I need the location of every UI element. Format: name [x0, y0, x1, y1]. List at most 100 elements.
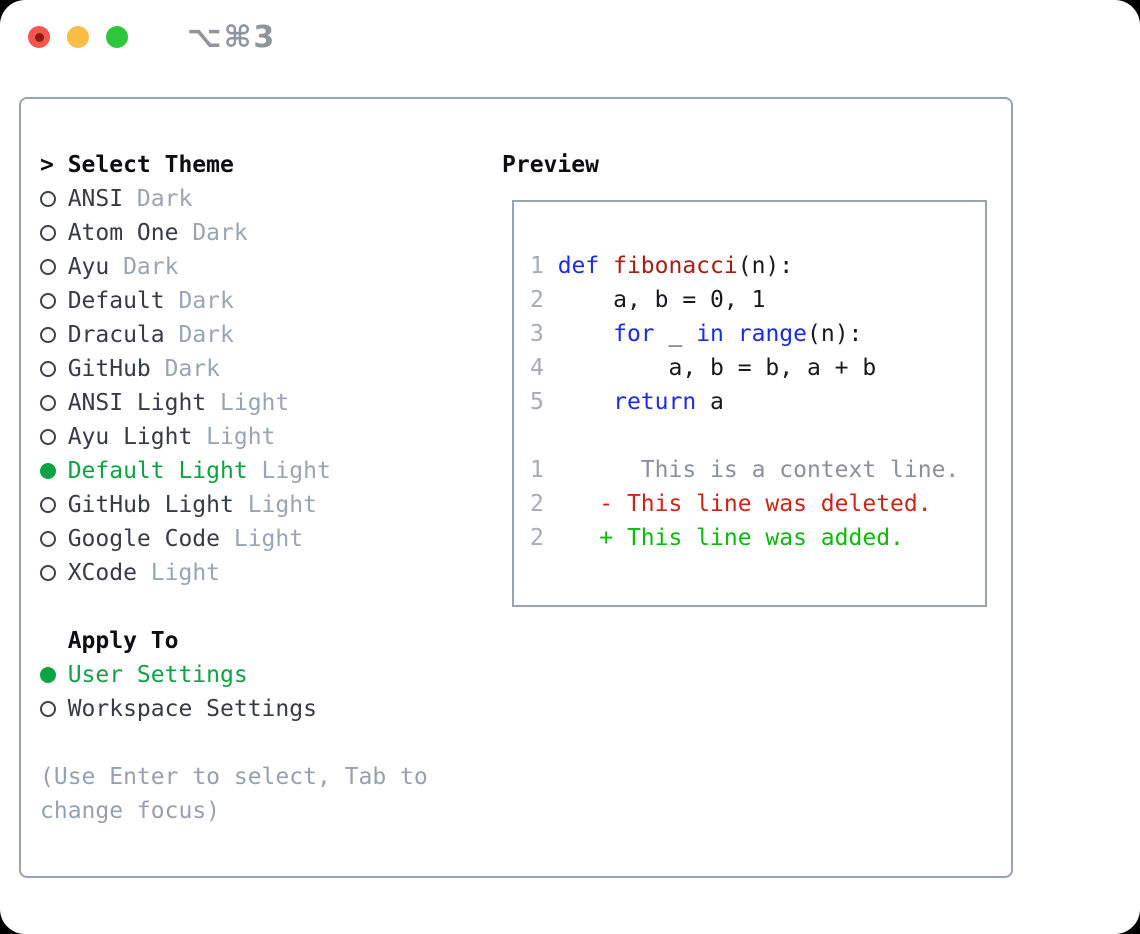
code-line: 1 This is a context line. — [530, 457, 959, 483]
option-variant-label: Dark — [109, 254, 179, 280]
option-label: Google Code — [67, 526, 221, 552]
marker-cell — [40, 429, 68, 445]
option-label: GitHub Light — [67, 492, 234, 518]
code-line: 5 return a — [530, 389, 724, 415]
theme-option-default[interactable]: Default Dark — [40, 284, 502, 318]
option-label: User Settings — [67, 662, 248, 688]
theme-option-dracula[interactable]: Dracula Dark — [40, 318, 502, 352]
radio-icon — [40, 531, 56, 547]
marker-cell — [40, 225, 68, 241]
theme-option-ayu-light[interactable]: Ayu Light Light — [40, 420, 502, 454]
option-variant-label: Light — [247, 458, 331, 484]
code-segment-ln: 3 — [530, 321, 558, 347]
code-segment-pl — [558, 321, 613, 347]
code-segment-ln: 2 — [530, 525, 558, 551]
close-button[interactable] — [28, 26, 50, 48]
code-segment-pl: (n): — [737, 253, 794, 279]
apply-option-workspace-settings[interactable]: Workspace Settings — [40, 692, 502, 726]
option-label: Atom One — [67, 220, 179, 246]
help-text: (Use Enter to select, Tab to change focus… — [40, 760, 502, 828]
record-dot-icon — [34, 32, 44, 42]
preview-heading: Preview — [502, 152, 599, 178]
maximize-button[interactable] — [106, 26, 128, 48]
option-label: Default Light — [67, 458, 248, 484]
theme-option-default-light[interactable]: Default Light Light — [40, 454, 502, 488]
minimize-button[interactable] — [67, 26, 89, 48]
theme-option-ansi[interactable]: ANSI Dark — [40, 182, 502, 216]
marker-cell — [40, 327, 68, 343]
theme-option-atom-one[interactable]: Atom One Dark — [40, 216, 502, 250]
code-segment-ln: 2 — [530, 491, 558, 517]
apply-to-heading-row: Apply To — [40, 624, 502, 658]
code-segment-ctx: This is a context line. — [557, 457, 960, 483]
code-segment-ln: 2 — [530, 287, 558, 313]
radio-icon — [40, 191, 56, 207]
marker-cell — [40, 667, 68, 683]
code-segment-ln: 1 — [530, 457, 558, 483]
marker-cell — [40, 259, 68, 275]
option-variant-label: Light — [206, 390, 290, 416]
code-line: 4 a, b = b, a + b — [530, 355, 876, 381]
option-variant-label: Light — [136, 560, 221, 586]
preview-box: 1 def fibonacci(n): 2 a, b = 0, 1 3 for … — [512, 200, 987, 607]
option-label: ANSI Light — [67, 390, 207, 416]
theme-option-xcode[interactable]: XCode Light — [40, 556, 502, 590]
option-label: XCode — [67, 560, 137, 586]
radio-icon — [40, 395, 56, 411]
prompt-caret-icon: > — [40, 152, 54, 178]
option-variant-label: Light — [233, 492, 317, 518]
marker-cell — [40, 191, 68, 207]
option-variant-label: Light — [220, 526, 304, 552]
option-variant-label: Dark — [150, 356, 221, 382]
select-theme-heading: Select Theme — [67, 152, 234, 178]
radio-icon — [40, 259, 56, 275]
option-variant-label: Light — [192, 424, 276, 450]
theme-option-github[interactable]: GitHub Dark — [40, 352, 502, 386]
radio-icon — [40, 361, 56, 377]
code-segment-pl — [558, 389, 613, 415]
code-segment-del: - This line was deleted. — [557, 491, 932, 517]
code-segment-pl: a, b = b, a + b — [557, 355, 877, 381]
spacer — [40, 726, 502, 760]
option-variant-label: Dark — [123, 186, 193, 212]
help-line-2: change focus) — [40, 798, 221, 824]
spacer — [40, 590, 502, 624]
marker-cell — [40, 293, 68, 309]
radio-icon — [40, 701, 56, 717]
preview-column: Preview 1 def fibonacci(n): 2 a, b = 0, … — [502, 148, 1011, 876]
title-bar: ⌥⌘3 — [0, 0, 1140, 55]
option-label: GitHub — [67, 356, 151, 382]
code-line: 2 - This line was deleted. — [530, 491, 932, 517]
code-segment-kw: for — [613, 321, 655, 347]
radio-icon — [40, 565, 56, 581]
marker-cell — [40, 395, 68, 411]
help-line-1: (Use Enter to select, Tab to — [40, 764, 428, 790]
radio-selected-icon — [40, 463, 56, 479]
code-segment-pl: a, b = 0, 1 — [557, 287, 766, 313]
code-segment-ln: 4 — [530, 355, 558, 381]
option-label: Default — [67, 288, 165, 314]
theme-option-ayu[interactable]: Ayu Dark — [40, 250, 502, 284]
option-variant-label: Dark — [164, 322, 234, 348]
code-segment-fn: fibonacci — [613, 253, 738, 279]
radio-icon — [40, 293, 56, 309]
code-line: 1 def fibonacci(n): — [530, 253, 793, 279]
code-segment-add: + This line was added. — [557, 525, 904, 551]
option-label: Dracula — [67, 322, 165, 348]
option-variant-label: Dark — [178, 220, 248, 246]
radio-icon — [40, 497, 56, 513]
radio-icon — [40, 225, 56, 241]
code-segment-pl: (n): — [807, 321, 863, 347]
code-line: 2 + This line was added. — [530, 525, 904, 551]
theme-option-google-code[interactable]: Google Code Light — [40, 522, 502, 556]
code-segment-kw: return — [613, 389, 697, 415]
theme-option-github-light[interactable]: GitHub Light Light — [40, 488, 502, 522]
option-label: Ayu — [67, 254, 110, 280]
code-segment-pl: _ — [654, 321, 697, 347]
apply-option-user-settings[interactable]: User Settings — [40, 658, 502, 692]
theme-option-ansi-light[interactable]: ANSI Light Light — [40, 386, 502, 420]
